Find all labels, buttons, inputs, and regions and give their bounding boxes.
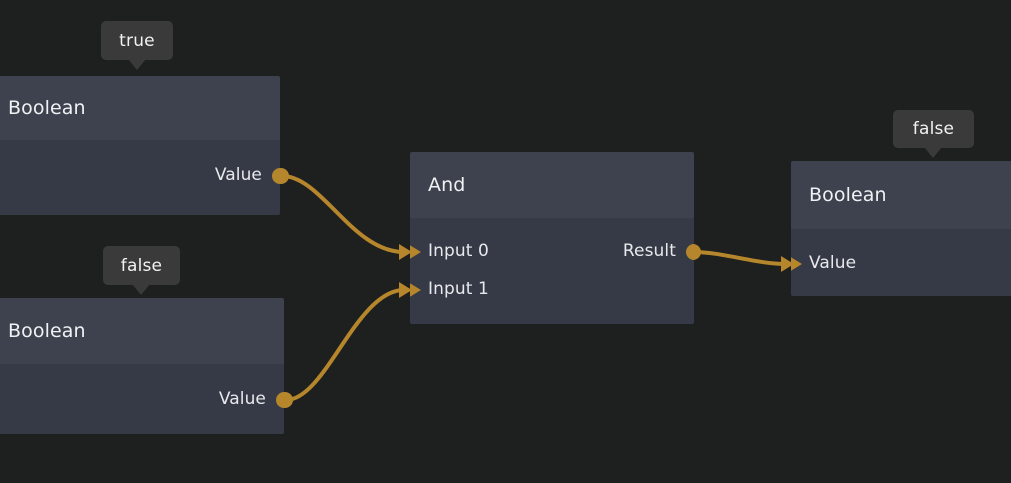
tooltip-value-true-text: true [119,30,155,51]
node-and-title: And [428,174,466,196]
node-and-body: Input 0 Input 1 Result [410,218,694,324]
output-port-value-label: Value [214,165,262,185]
edge-path [692,250,788,266]
input-port-input-0-label: Input 0 [428,241,489,261]
node-boolean-2-header[interactable]: Boolean [0,298,284,364]
node-boolean-2-body: Value [0,364,284,434]
node-boolean-3[interactable]: Boolean Value [791,161,1011,296]
output-port-result[interactable]: Result [622,241,694,261]
edge-path [284,288,406,402]
output-port-value-label: Value [218,389,266,409]
input-port-input-1-label: Input 1 [428,279,489,299]
node-boolean-1[interactable]: Boolean Value [0,76,280,215]
node-boolean-3-title: Boolean [809,184,887,206]
edge-path [280,174,406,254]
input-port-arrow-icon [410,282,421,298]
input-port-arrow-icon [791,256,802,272]
edge-edge-bool1-input0 [273,168,412,260]
input-port-input-0[interactable]: Input 0 [410,241,489,261]
node-and-header[interactable]: And [410,152,694,218]
output-port-value[interactable]: Value [214,165,280,185]
tooltip-value-false-left: false [103,246,180,285]
node-boolean-1-body: Value [0,140,280,215]
node-boolean-2[interactable]: Boolean Value [0,298,284,434]
output-port-dot-icon [686,244,694,260]
tooltip-tail-icon [132,284,150,295]
node-and[interactable]: And Input 0 Input 1 Result [410,152,694,324]
tooltip-value-false-left-text: false [120,255,163,276]
output-port-result-label: Result [622,241,676,261]
tooltip-tail-icon [924,147,942,158]
output-port-value[interactable]: Value [218,389,284,409]
input-port-input-1[interactable]: Input 1 [410,279,489,299]
node-boolean-3-body: Value [791,229,1011,296]
tooltip-value-true: true [101,21,173,60]
output-port-dot-icon [272,168,280,184]
node-boolean-3-header[interactable]: Boolean [791,161,1011,229]
node-boolean-2-title: Boolean [8,320,86,342]
edge-edge-and-bool3 [685,244,794,272]
tooltip-tail-icon [128,59,146,70]
tooltip-value-false-right-text: false [912,119,955,139]
input-port-arrow-icon [410,244,421,260]
edge-edge-bool2-input1 [277,282,412,408]
input-port-value-label: Value [809,253,857,273]
node-boolean-1-header[interactable]: Boolean [0,76,280,140]
input-port-value[interactable]: Value [791,253,857,273]
tooltip-value-false-right: false [893,110,974,148]
node-boolean-1-title: Boolean [8,97,86,119]
output-port-dot-icon [276,392,284,408]
